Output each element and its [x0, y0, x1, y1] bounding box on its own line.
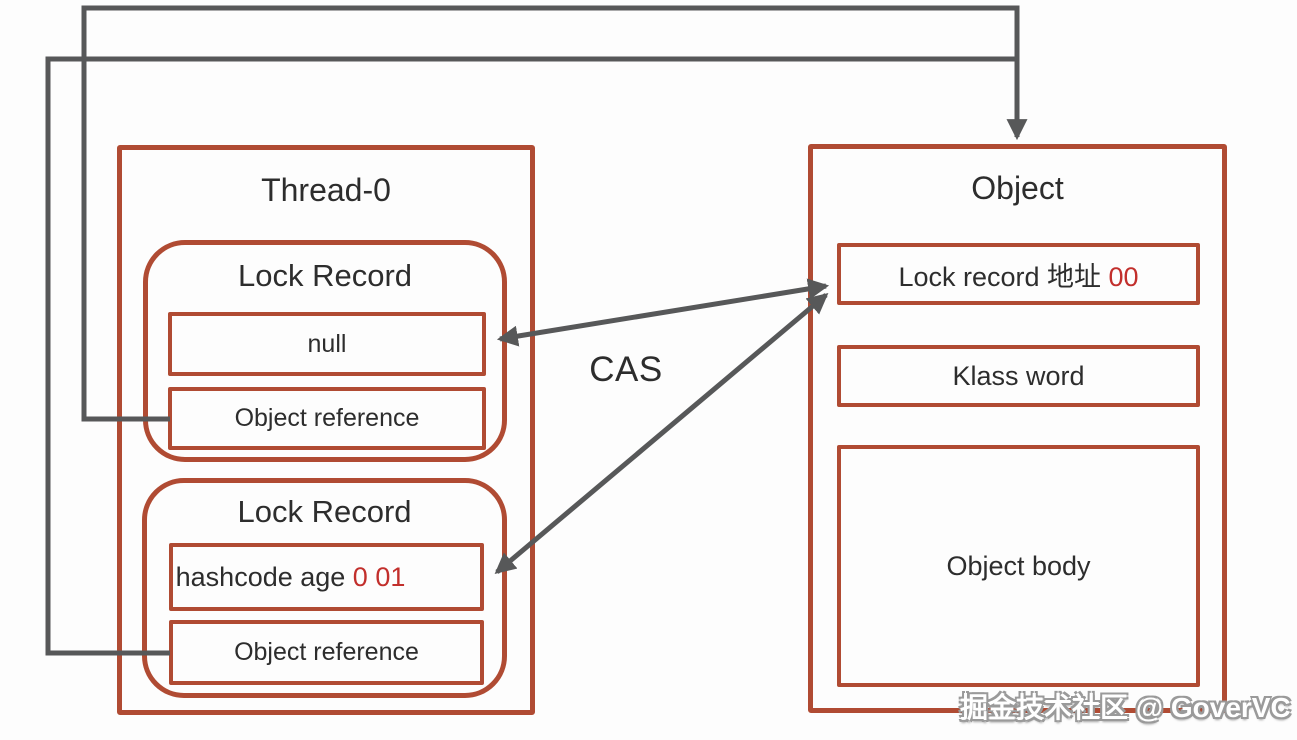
object-markword-text: Lock record 地址 00	[898, 255, 1138, 294]
markword-2-red-value: 0 01	[352, 561, 406, 592]
object-klass-cell: Klass word	[837, 345, 1200, 407]
object-markword-cell: Lock record 地址 00	[837, 243, 1200, 305]
lock-record-2-reference-cell: Object reference	[169, 620, 484, 685]
object-klass-text: Klass word	[952, 360, 1085, 391]
object-body-cell: Object body	[837, 445, 1200, 687]
markword-1-value: null	[307, 329, 347, 358]
lock-record-2-markword-text: hashcode age 0 01	[176, 562, 406, 593]
thread-title: Thread-0	[261, 172, 391, 208]
lock-record-2-title: Lock Record	[237, 494, 412, 529]
lock-record-1-markword-text: null	[308, 330, 347, 359]
cas-arrow-hashcode-markword	[494, 292, 829, 575]
lock-record-1-markword-cell: null	[168, 312, 486, 376]
lock-record-2-markword-cell: hashcode age 0 01	[169, 543, 484, 611]
object-markword-value: Lock record 地址	[898, 261, 1109, 292]
lock-record-1-reference-text: Object reference	[234, 404, 420, 432]
cas-arrow-null-markword	[496, 278, 830, 347]
lock-record-2-reference-text: Object reference	[234, 638, 419, 666]
object-title: Object	[971, 170, 1064, 206]
object-markword-red-value: 00	[1108, 261, 1139, 292]
lock-record-1-title: Lock Record	[237, 258, 413, 293]
object-body-text: Object body	[946, 550, 1091, 581]
lock-record-1-reference-cell: Object reference	[168, 387, 486, 450]
cas-label: CAS	[589, 350, 663, 389]
markword-2-value: hashcode age	[175, 561, 353, 592]
watermark: 掘金技术社区 @ GoverVC	[960, 692, 1291, 723]
